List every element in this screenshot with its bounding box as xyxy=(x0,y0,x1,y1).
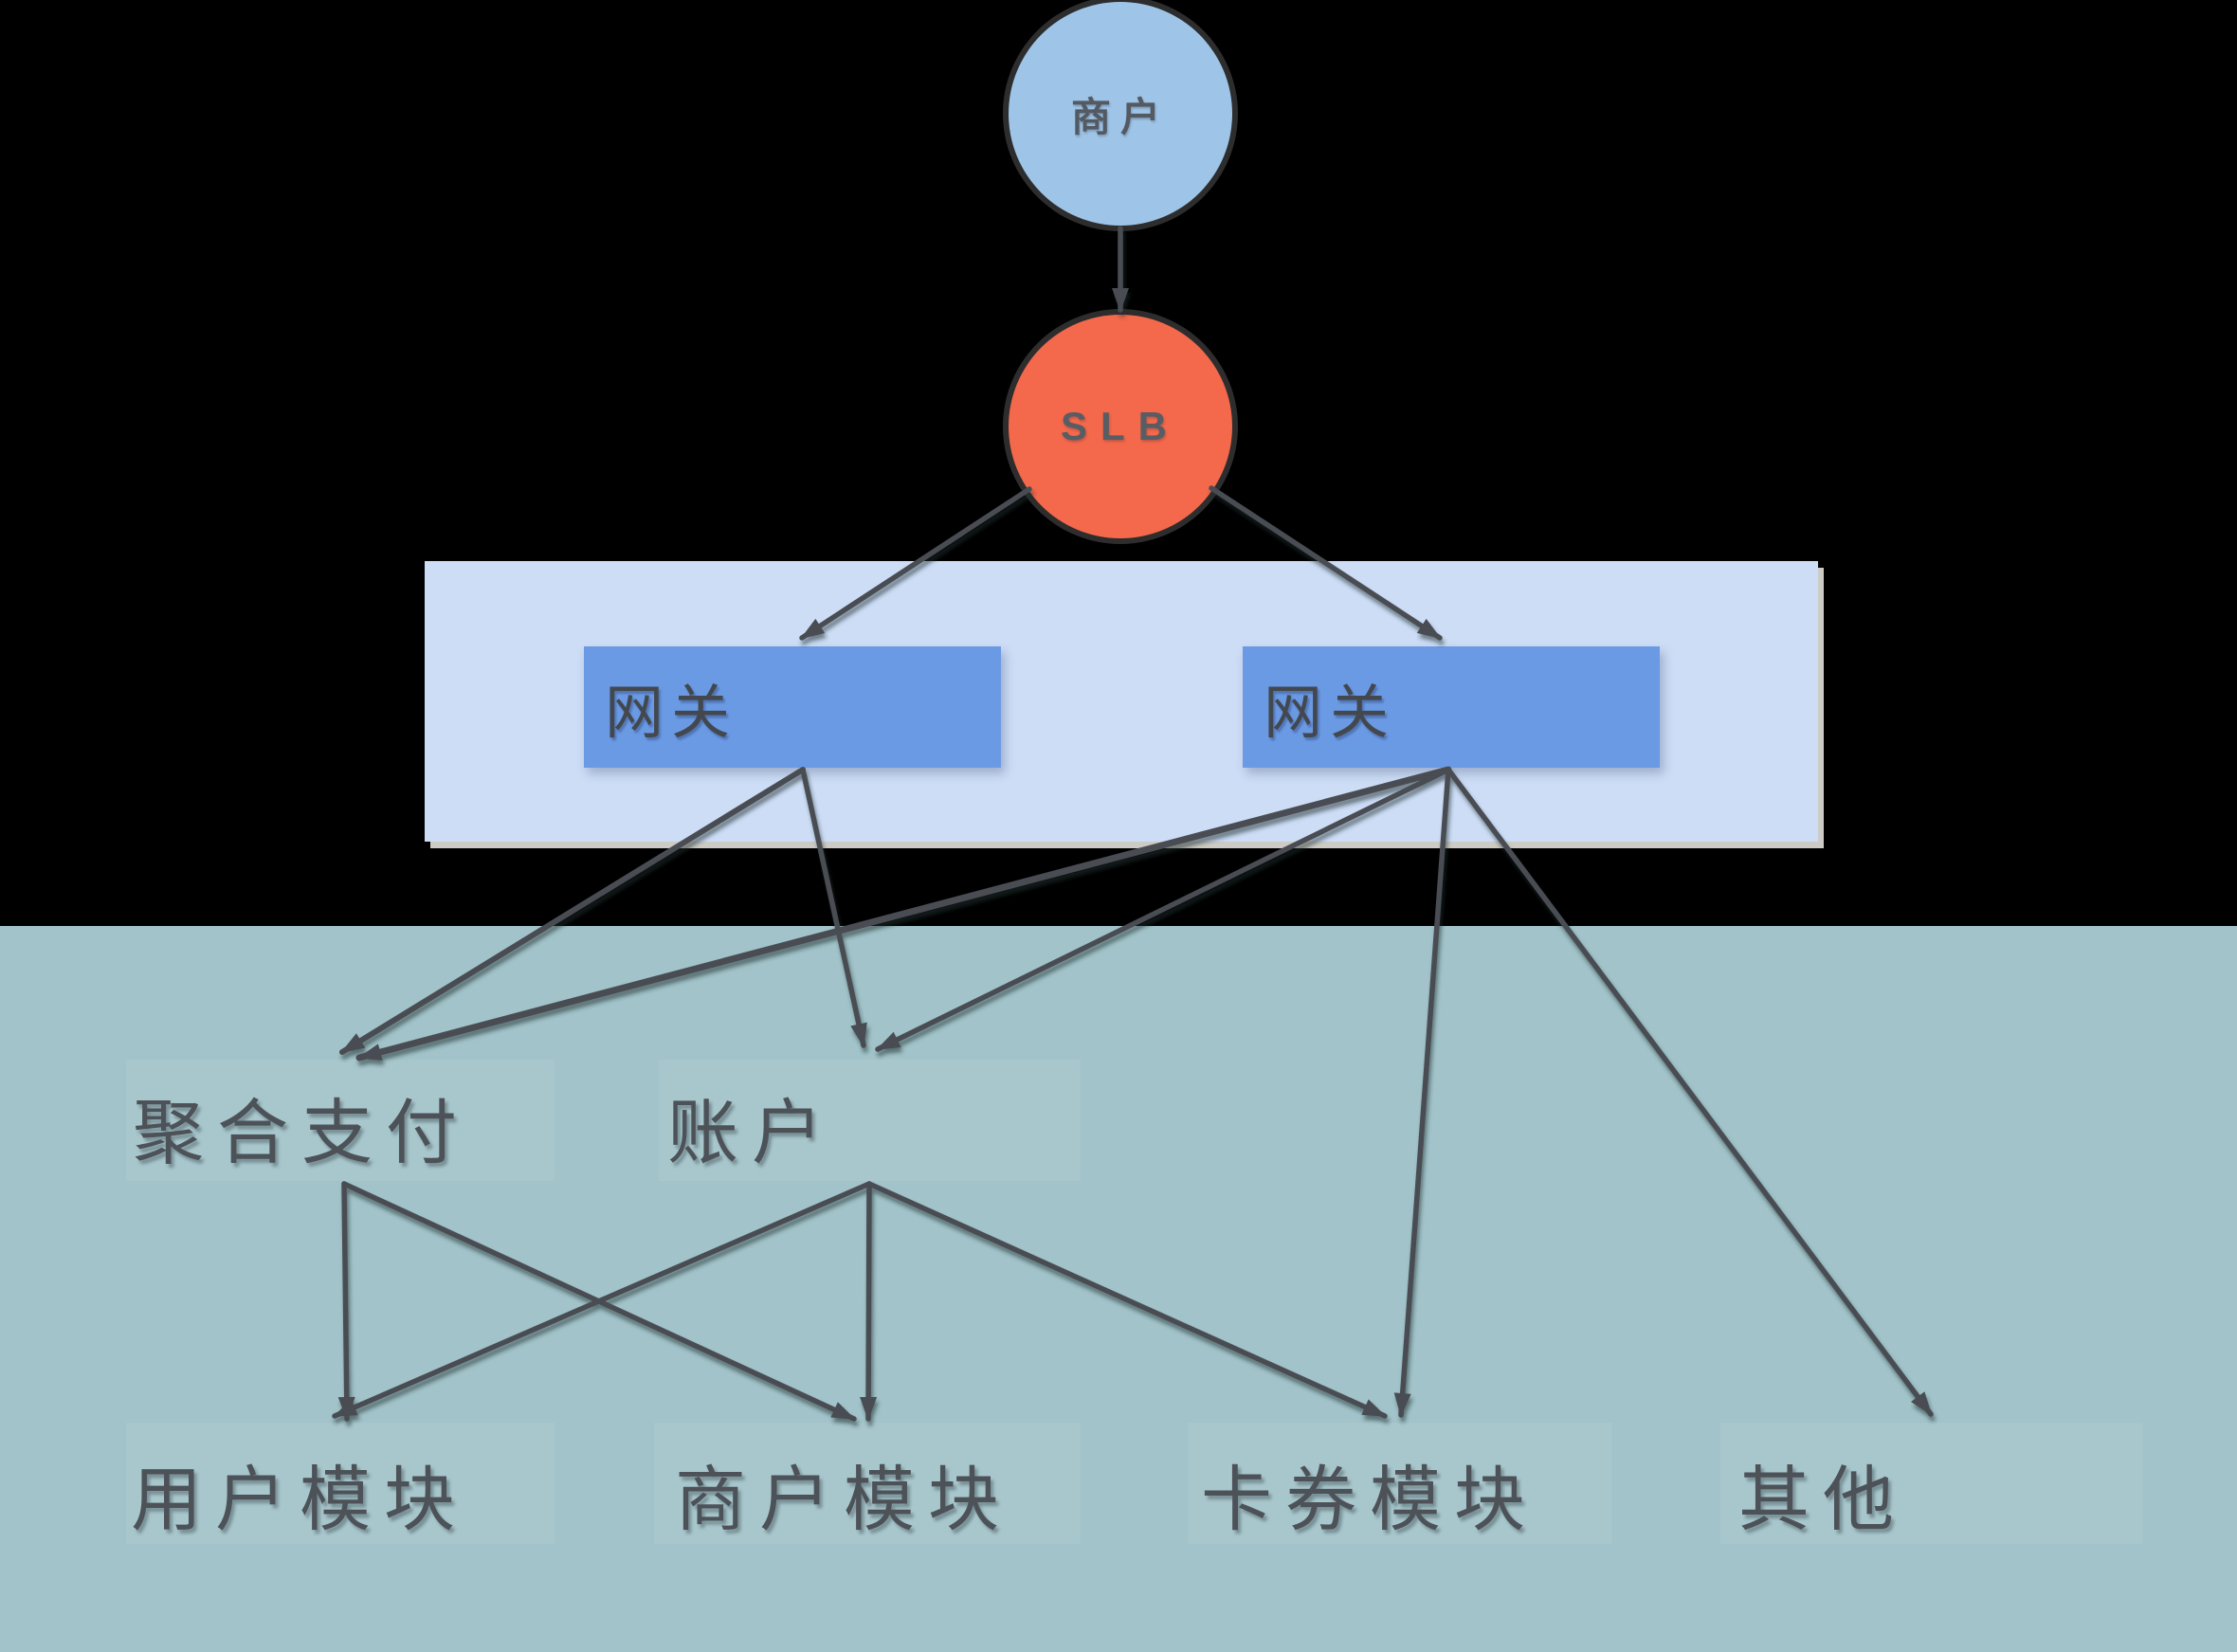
merchant-label: 商户 xyxy=(1070,94,1170,139)
coupon-module-box xyxy=(1188,1423,1611,1544)
node-user-module: 用户模块 xyxy=(131,1460,469,1539)
node-slb: SLB xyxy=(1009,315,1232,538)
account-box xyxy=(659,1060,1081,1181)
slb-label: SLB xyxy=(1061,404,1180,448)
merchant-module-box xyxy=(654,1423,1081,1544)
node-gateway-1: 网关 xyxy=(584,646,1001,768)
node-merchant: 商户 xyxy=(1009,2,1232,226)
node-other: 其他 xyxy=(1738,1460,1908,1539)
gateway-2-label: 网关 xyxy=(1264,681,1397,746)
user-module-box xyxy=(126,1423,555,1544)
aggregate-payment-box xyxy=(126,1060,555,1181)
node-aggregate-payment: 聚合支付 xyxy=(133,1093,471,1172)
gateway-1-label: 网关 xyxy=(605,681,738,746)
node-merchant-module: 商户模块 xyxy=(675,1460,1013,1539)
node-coupon-module: 卡券模块 xyxy=(1201,1460,1539,1539)
node-gateway-2: 网关 xyxy=(1243,646,1660,768)
other-box xyxy=(1720,1423,2142,1544)
node-account: 账户 xyxy=(667,1093,837,1172)
